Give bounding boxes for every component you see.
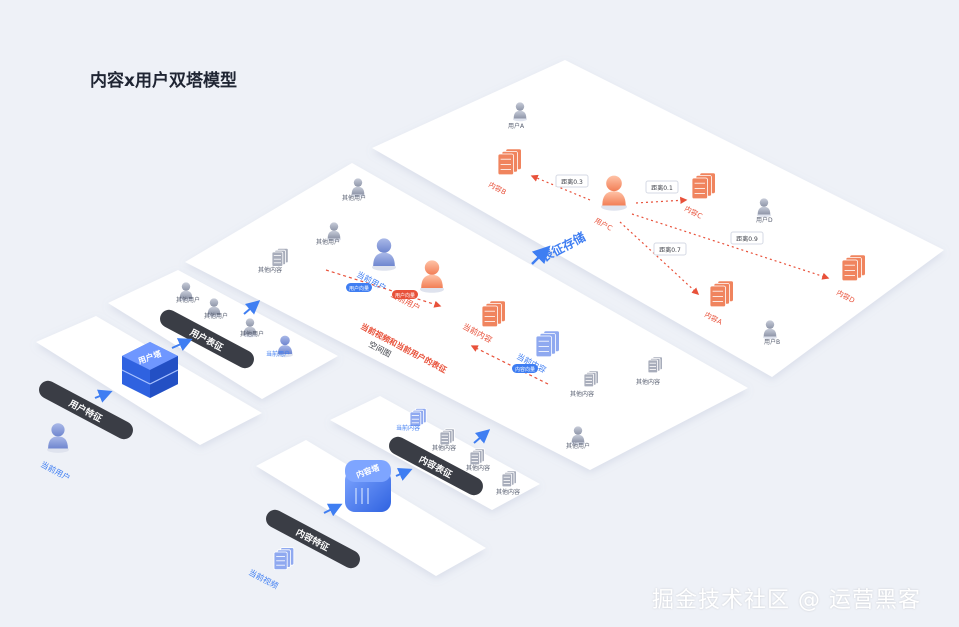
- storage-platform: [372, 60, 944, 377]
- flow-arrow-content-tower: [395, 467, 413, 481]
- document-icon: [469, 448, 485, 466]
- user-repr-platform: [108, 270, 338, 399]
- user-repr-other-user-2: 其他用户: [204, 312, 228, 320]
- content-repr-other-2: 其他内容: [466, 464, 490, 472]
- match-top-other-user-1: 其他用户: [342, 194, 366, 202]
- highlight-user-icon: [420, 260, 444, 293]
- flow-arrow-content-feature: [323, 503, 343, 517]
- match-right-other-content-1: 其他内容: [636, 378, 660, 386]
- page-title: 内容x用户双塔模型: [90, 71, 237, 91]
- dist-arrow-c: [635, 196, 688, 204]
- content-vector-badge: 内容向量: [512, 364, 538, 373]
- flow-arrow-storage: [531, 245, 551, 265]
- platforms: [36, 60, 944, 576]
- document-icon: [583, 370, 599, 388]
- document-icon: [647, 356, 663, 374]
- current-content-bottom-label: 当前视频: [247, 567, 280, 591]
- document-icon: [409, 407, 427, 427]
- flow-arrows: [94, 245, 551, 517]
- dist-label-c: 距离0.1: [645, 180, 679, 194]
- content-b-icon: [497, 148, 522, 176]
- current-user-badge: 用户向量: [346, 283, 372, 292]
- dist-label-a: 距离0.7: [653, 242, 687, 256]
- user-vector-badge: 用户向量: [392, 290, 418, 299]
- person-icon: [757, 198, 771, 218]
- content-tower: 内容塔: [345, 460, 391, 512]
- watermark: 掘金技术社区 @ 运营黑客: [652, 588, 921, 613]
- content-repr-other-1: 其他内容: [432, 444, 456, 452]
- match-arrow-content: [470, 345, 549, 385]
- content-a-icon: [709, 280, 734, 308]
- dist-arrow-d: [631, 213, 830, 280]
- person-icon: [327, 222, 341, 242]
- svg-text:距离0.3: 距离0.3: [561, 178, 583, 186]
- match-right-other-content-2: 其他内容: [570, 390, 594, 398]
- person-icon: [179, 282, 193, 302]
- svg-text:距离0.1: 距离0.1: [651, 184, 673, 192]
- person-icon: [763, 320, 777, 340]
- distance-arrows: [530, 174, 830, 295]
- svg-text:用户向量: 用户向量: [395, 292, 415, 299]
- dist-label-b: 距离0.3: [555, 174, 589, 188]
- content-c-icon: [691, 172, 716, 200]
- person-icon: [571, 426, 585, 446]
- current-content-icon: [535, 330, 560, 358]
- flow-arrow-content-repr: [473, 429, 491, 444]
- user-repr-other-user-1: 其他用户: [176, 296, 200, 304]
- content-d-icon: [841, 254, 866, 282]
- flow-arrow-user-feature: [94, 389, 113, 403]
- svg-text:距离0.7: 距离0.7: [659, 246, 681, 254]
- person-icon: [277, 335, 293, 358]
- svg-text:距离0.9: 距离0.9: [736, 235, 758, 243]
- document-icon: [439, 428, 455, 446]
- person-icon: [207, 298, 221, 318]
- match-top-other-content: 其他内容: [258, 266, 282, 274]
- storage-user-d: 用户D: [756, 216, 773, 224]
- match-right-other-user: 其他用户: [566, 442, 590, 450]
- dist-label-d: 距离0.9: [730, 231, 764, 245]
- content-repr-highlight: 当前内容: [396, 424, 420, 432]
- person-icon: [513, 102, 527, 122]
- document-icon: [271, 247, 289, 267]
- current-user-bottom-label: 当前用户: [39, 459, 72, 483]
- highlight-content-icon: [481, 300, 506, 328]
- person-icon: [351, 178, 365, 198]
- user-c-icon: [601, 175, 627, 211]
- matching-platform: [185, 163, 748, 470]
- user-feature-bar: 用户特征: [39, 380, 133, 440]
- user-repr-highlight-user: 当前用户: [266, 350, 290, 358]
- user-repr-other-user-3: 其他用户: [240, 330, 264, 338]
- flow-arrow-user-repr: [243, 300, 261, 315]
- user-tower: 用户塔: [121, 342, 179, 398]
- matching-arrows: [325, 269, 549, 385]
- storage-user-a: 用户A: [508, 122, 525, 130]
- svg-text:内容向量: 内容向量: [515, 366, 535, 373]
- current-user-match-icon: [372, 238, 396, 271]
- content-repr-other-3: 其他内容: [496, 488, 520, 496]
- match-arrow-user: [325, 269, 442, 308]
- current-video-icon: [273, 547, 295, 571]
- dist-arrow-b: [530, 174, 591, 201]
- flow-arrow-user-tower: [171, 338, 193, 351]
- content-repr-platform: [330, 396, 540, 510]
- document-icon: [501, 470, 517, 488]
- current-user-icon: [47, 423, 69, 453]
- match-top-other-user-2: 其他用户: [316, 238, 340, 246]
- person-icon: [243, 318, 257, 338]
- svg-text:用户向量: 用户向量: [349, 285, 369, 292]
- storage-user-b: 用户B: [764, 338, 780, 346]
